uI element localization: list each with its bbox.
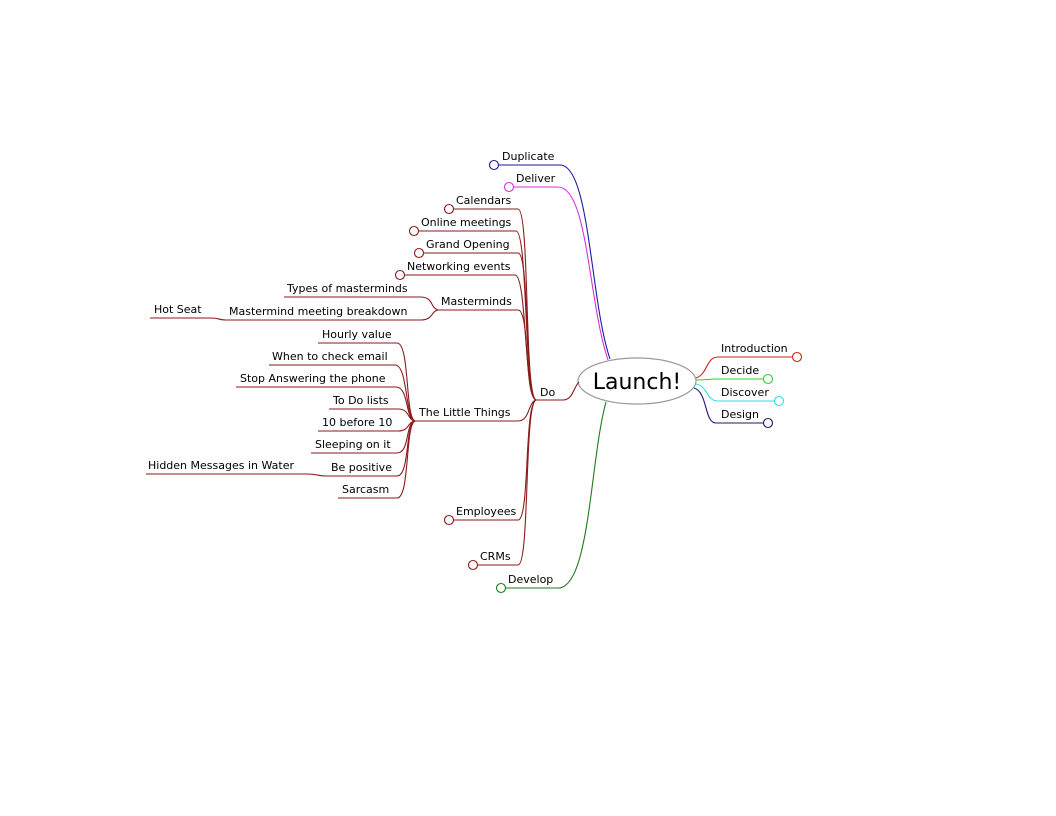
stop-answering-label: Stop Answering the phone [240,372,386,385]
calendars-collapse-handle[interactable] [443,203,455,215]
deliver-connector [557,186,609,361]
node-crms[interactable]: CRMs [467,399,537,571]
hidden-messages-label: Hidden Messages in Water [148,459,294,472]
design-label: Design [721,408,759,421]
design-collapse-handle[interactable] [762,417,774,429]
online-meetings-connector [515,230,537,401]
develop-connector [557,401,607,589]
stop-answering-connector [395,386,416,422]
types-of-masterminds-connector [419,296,439,311]
decide-label: Decide [721,364,759,377]
deliver-label: Deliver [516,172,556,185]
calendars-label: Calendars [456,194,511,207]
deliver-collapse-handle[interactable] [503,181,515,193]
masterminds-label: Masterminds [441,295,512,308]
grand-opening-collapse-handle[interactable] [413,247,425,259]
node-develop[interactable]: Develop [495,401,607,594]
sarcasm-connector [396,420,416,499]
hot-seat-connector [209,317,227,321]
duplicate-collapse-handle[interactable] [488,159,500,171]
decide-connector [695,378,719,381]
root-ellipse [577,357,697,405]
node-masterminds[interactable]: Masterminds [438,295,537,401]
sleeping-on-it-label: Sleeping on it [315,438,391,451]
online-meetings-collapse-handle[interactable] [408,225,420,237]
develop-collapse-handle[interactable] [495,582,507,594]
employees-collapse-handle[interactable] [443,514,455,526]
node-introduction[interactable]: Introduction [695,342,803,379]
be-positive-label: Be positive [331,461,392,474]
masterminds-connector [517,309,537,401]
online-meetings-label: Online meetings [421,216,512,229]
do-connector [562,381,580,401]
introduction-label: Introduction [721,342,788,355]
root-label: Launch! [593,370,681,395]
node-little-things[interactable]: The Little Things [415,399,537,422]
sarcasm-label: Sarcasm [342,483,389,496]
todo-lists-label: To Do lists [332,394,389,407]
node-discover[interactable]: Discover [695,383,785,407]
node-hot-seat[interactable]: Hot Seat [150,303,227,321]
node-networking-events[interactable]: Networking events [394,260,537,401]
crms-label: CRMs [480,550,511,563]
duplicate-connector [559,164,611,360]
node-sarcasm[interactable]: Sarcasm [338,420,416,499]
introduction-connector [695,356,719,379]
node-deliver[interactable]: Deliver [503,172,609,361]
decide-collapse-handle[interactable] [762,373,774,385]
hot-seat-label: Hot Seat [154,303,202,316]
mastermind-breakdown-label: Mastermind meeting breakdown [229,305,408,318]
node-types-of-masterminds[interactable]: Types of masterminds [284,282,439,311]
discover-connector [695,383,719,402]
grand-opening-label: Grand Opening [426,238,510,251]
grand-opening-connector [517,252,537,401]
check-email-connector [394,364,416,422]
mastermind-breakdown-connector [419,309,439,321]
hourly-value-label: Hourly value [322,328,392,341]
node-do[interactable]: Do [536,381,580,401]
calendars-connector [517,208,537,401]
do-label: Do [540,386,555,399]
node-duplicate[interactable]: Duplicate [488,150,611,360]
node-stop-answering[interactable]: Stop Answering the phone [236,372,416,422]
duplicate-label: Duplicate [502,150,555,163]
node-mastermind-breakdown[interactable]: Mastermind meeting breakdown [226,305,439,321]
employees-connector [517,399,537,521]
todo-lists-connector [397,408,416,422]
networking-events-collapse-handle[interactable] [394,269,406,281]
node-decide[interactable]: Decide [695,364,774,385]
root-node[interactable]: Launch! [577,357,697,405]
node-todo-lists[interactable]: To Do lists [329,394,416,422]
discover-label: Discover [721,386,769,399]
discover-collapse-handle[interactable] [773,395,785,407]
check-email-label: When to check email [272,350,388,363]
ten-before-ten-label: 10 before 10 [322,416,392,429]
design-connector [693,387,717,424]
hidden-messages-connector [306,473,328,477]
crms-connector [517,399,537,566]
node-hidden-messages[interactable]: Hidden Messages in Water [146,459,328,477]
employees-label: Employees [456,505,516,518]
types-of-masterminds-label: Types of masterminds [286,282,408,295]
node-ten-before-ten[interactable]: 10 before 10 [318,416,416,432]
develop-label: Develop [508,573,553,586]
node-design[interactable]: Design [693,387,774,429]
networking-events-label: Networking events [407,260,511,273]
crms-collapse-handle[interactable] [467,559,479,571]
introduction-collapse-handle[interactable] [791,351,803,363]
node-check-email[interactable]: When to check email [269,350,416,422]
little-things-label: The Little Things [418,406,511,419]
